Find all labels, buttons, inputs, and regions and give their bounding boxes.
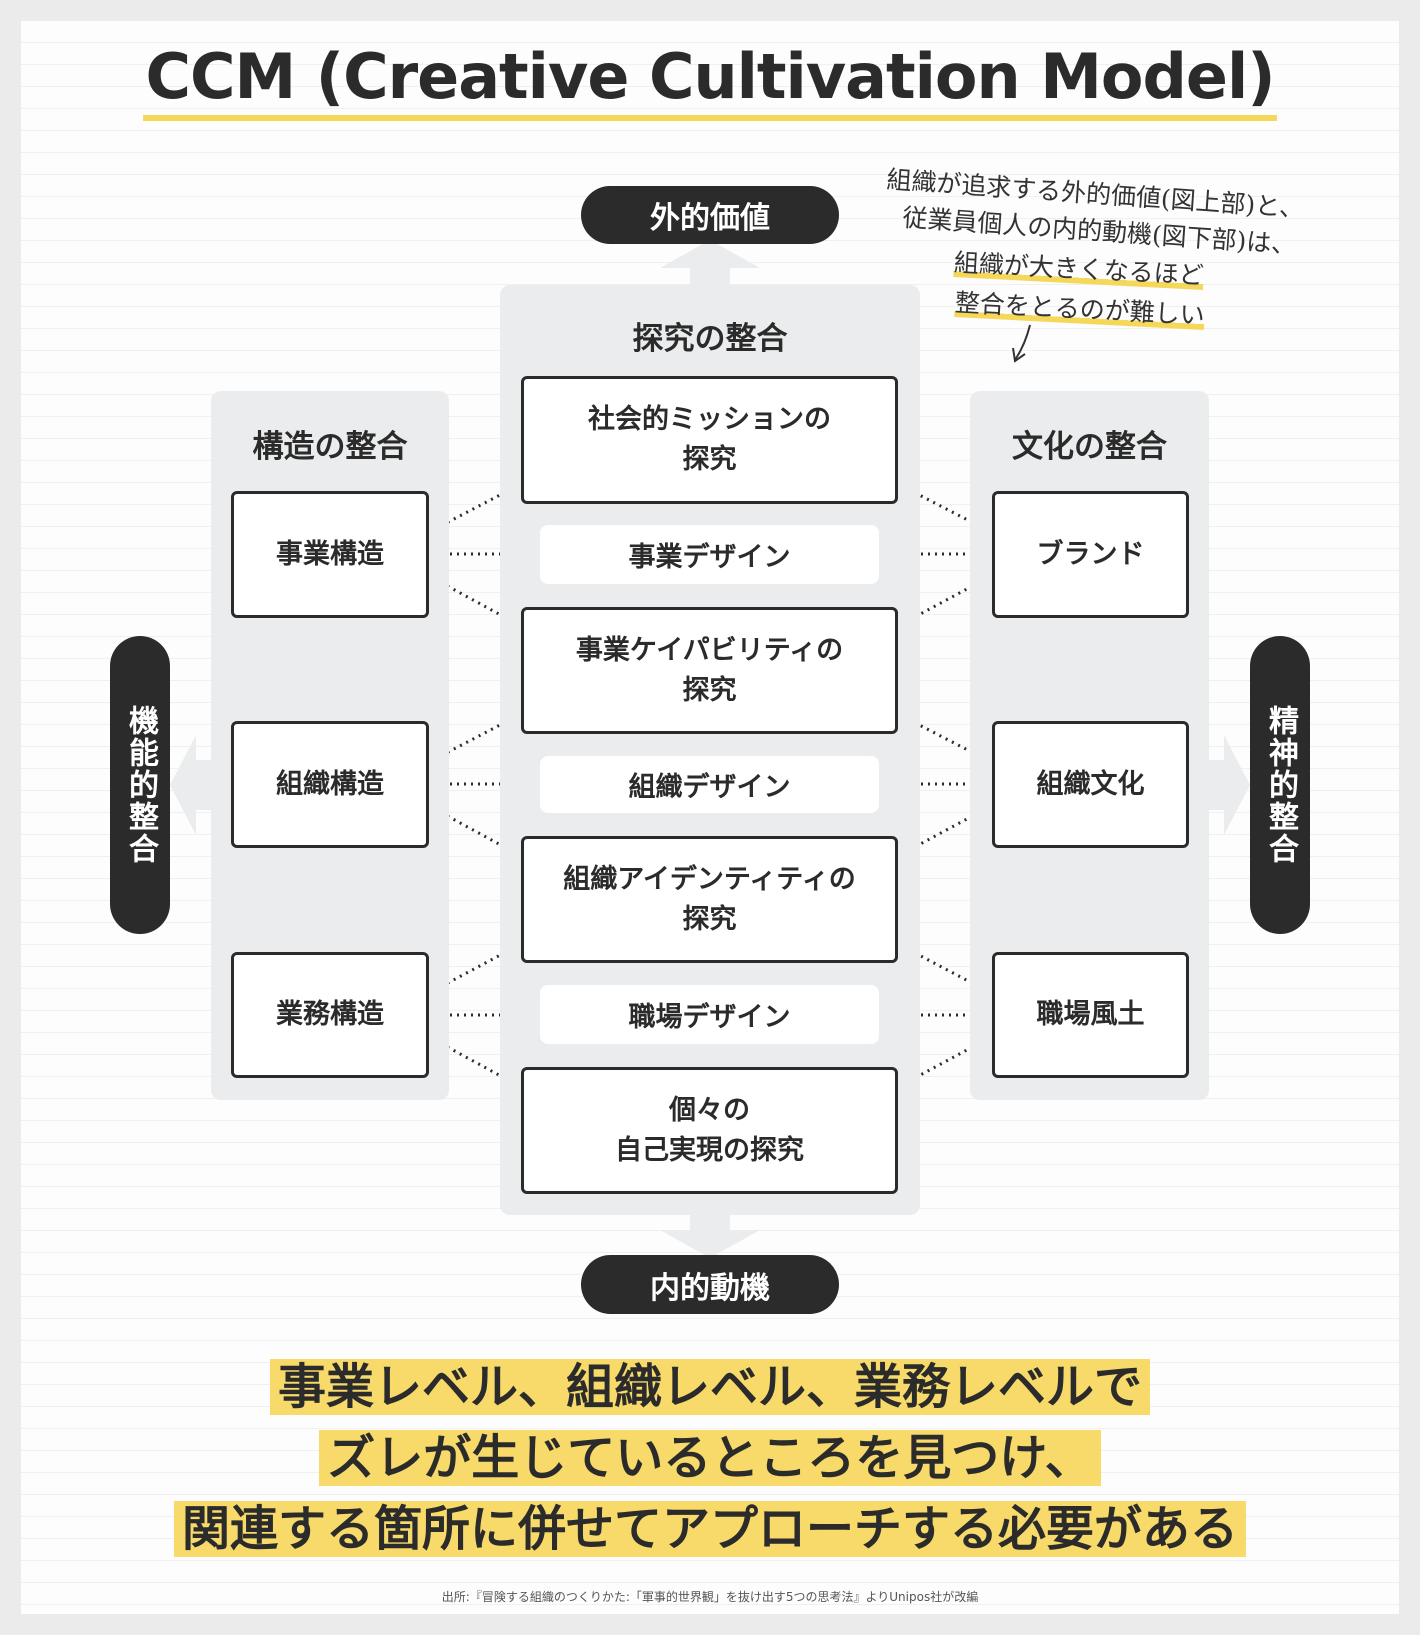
- box-org-culture: 組織文化: [992, 721, 1189, 848]
- panel-header: 文化の整合: [1012, 429, 1167, 465]
- arrow-right: [1209, 735, 1250, 835]
- source-citation: 出所:『冒険する組織のつくりかた:「軍事的世界観」を抜け出す5つの思考法』よりU…: [441, 1590, 979, 1604]
- box-work-structure: 業務構造: [231, 952, 429, 1078]
- box-self-realization: 個々の 自己実現の探究: [521, 1067, 898, 1194]
- conclusion-text: 関連する箇所に併せてアプローチする必要がある: [173, 1501, 1246, 1557]
- org-design: 組織デザイン: [540, 756, 879, 813]
- conclusion-line-3: 関連する箇所に併せてアプローチする必要がある: [0, 1499, 1420, 1559]
- box-brand: ブランド: [992, 491, 1189, 618]
- title-text: CCM (Creative Cultivation Model): [143, 41, 1277, 121]
- business-design: 事業デザイン: [540, 525, 879, 584]
- note-arrow-icon: [1012, 324, 1031, 363]
- conclusion-text: ズレが生じているところを見つけ、: [319, 1430, 1101, 1486]
- conclusion-line-2: ズレが生じているところを見つけ、: [0, 1428, 1420, 1488]
- box-business-capability: 事業ケイパビリティの 探究: [521, 607, 898, 734]
- internal-motivation-pill: 内的動機: [581, 1255, 839, 1314]
- panel-header: 構造の整合: [252, 429, 408, 465]
- conclusion-text: 事業レベル、組織レベル、業務レベルで: [269, 1359, 1150, 1415]
- box-social-mission: 社会的ミッションの 探究: [521, 376, 898, 504]
- arrow-up: [660, 240, 760, 285]
- conclusion-line-1: 事業レベル、組織レベル、業務レベルで: [0, 1357, 1420, 1417]
- title: CCM (Creative Cultivation Model): [0, 40, 1420, 121]
- arrow-down: [660, 1215, 760, 1258]
- box-org-structure: 組織構造: [231, 721, 429, 848]
- arrow-left: [170, 735, 211, 835]
- workplace-design: 職場デザイン: [540, 985, 879, 1044]
- box-workplace-climate: 職場風土: [992, 952, 1189, 1078]
- functional-alignment-pill: 機能的整合: [110, 636, 170, 934]
- box-org-identity: 組織アイデンティティの 探究: [521, 836, 898, 963]
- spiritual-alignment-pill: 精神的整合: [1250, 636, 1310, 934]
- panel-header: 探究の整合: [632, 321, 788, 357]
- external-value-pill: 外的価値: [581, 186, 839, 244]
- box-business-structure: 事業構造: [231, 491, 429, 618]
